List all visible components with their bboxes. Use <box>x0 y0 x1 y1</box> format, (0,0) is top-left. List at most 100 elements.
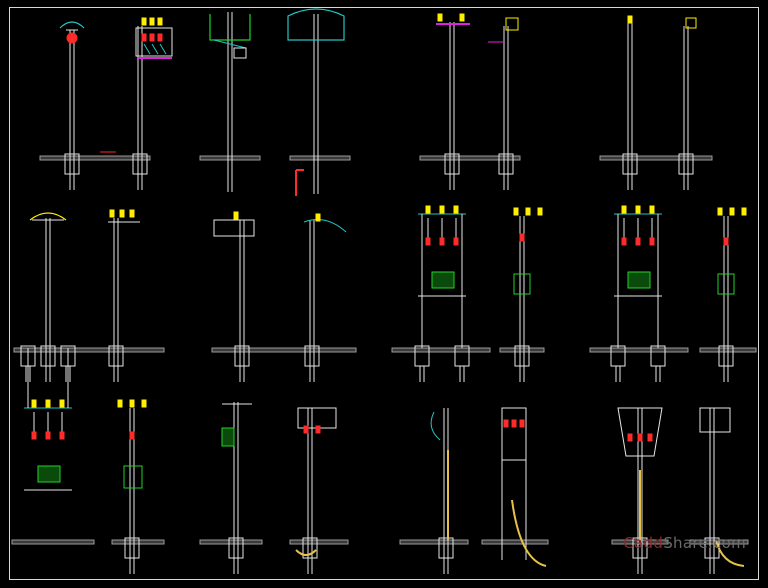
insulator <box>31 399 37 408</box>
fuse-cutout <box>635 237 641 246</box>
insulator <box>425 205 431 214</box>
crossarm-frame <box>213 219 255 237</box>
cable-riser <box>295 549 317 556</box>
fuse-cutout <box>621 237 627 246</box>
pole-foundation <box>304 345 320 367</box>
pole-foundation <box>228 537 244 559</box>
insulator <box>513 207 519 216</box>
cable-riser <box>511 499 547 567</box>
watermark: CaddShare.com <box>623 534 746 552</box>
insulator <box>437 13 443 22</box>
insulator <box>635 205 641 214</box>
switch-frame <box>135 27 173 57</box>
ptc-device <box>66 32 78 44</box>
fuse-cutout <box>59 431 65 440</box>
ground-row2-e <box>589 347 689 353</box>
fuse-cutout <box>723 237 729 246</box>
fuse-cutout <box>439 237 445 246</box>
ground-row3-c <box>199 539 263 545</box>
pole-foundation <box>234 345 250 367</box>
pole-foundation <box>414 345 430 367</box>
fuse-cutout <box>31 431 37 440</box>
transformer-side <box>123 465 143 489</box>
lead-wire <box>151 43 159 55</box>
insulator <box>149 17 155 26</box>
pole-foundation <box>622 153 638 175</box>
top-arc <box>29 212 67 221</box>
insulator <box>129 399 135 408</box>
stay-wire <box>213 39 247 49</box>
pole-foundation <box>60 345 76 367</box>
ground-row3-f <box>481 539 549 545</box>
ground-row2-a <box>13 347 165 353</box>
ground-row1-d <box>419 155 521 161</box>
insulator <box>621 205 627 214</box>
frame <box>501 407 527 461</box>
fuse-cutout <box>503 419 509 428</box>
watermark-suffix: Share.com <box>663 534 746 552</box>
fuse-cutout <box>511 419 517 428</box>
fuse-cutout <box>647 433 653 442</box>
fuse-cutout <box>627 433 633 442</box>
ground-row1-c <box>289 155 351 161</box>
insulator <box>315 213 321 222</box>
jumper <box>303 219 347 233</box>
pole-foundation <box>40 345 56 367</box>
insulator <box>741 207 747 216</box>
insulator <box>537 207 543 216</box>
transformer-side <box>717 273 735 295</box>
crossarm-frame <box>699 407 731 433</box>
ground-row2-c <box>391 347 491 353</box>
pole-foundation <box>438 537 454 559</box>
lead-wire <box>159 43 167 55</box>
pole-foundation <box>20 345 36 367</box>
transformer <box>37 465 61 483</box>
transformer-side <box>513 273 531 295</box>
pole-foundation <box>132 153 148 175</box>
insulator <box>729 207 735 216</box>
fuse-cutout <box>519 233 525 242</box>
suspension-span <box>287 8 345 41</box>
ground-row3-d <box>289 539 349 545</box>
fuse-cutout <box>129 431 135 440</box>
ground-row1-a <box>39 155 151 161</box>
insulator <box>117 399 123 408</box>
insulator <box>59 399 65 408</box>
insulator <box>129 209 135 218</box>
fuse-cutout <box>649 237 655 246</box>
ground-row3-b <box>111 539 165 545</box>
fuse-cutout <box>303 425 309 434</box>
pole-foundation <box>454 345 470 367</box>
fuse-cutout <box>149 33 155 42</box>
fuse-cutout <box>425 237 431 246</box>
insulator <box>717 207 723 216</box>
insulator <box>627 15 633 24</box>
fuse-cutout <box>157 33 163 42</box>
ground-row1-e <box>599 155 713 161</box>
insulator <box>109 209 115 218</box>
drawing-border <box>9 7 759 580</box>
insulator <box>459 13 465 22</box>
insulator <box>157 17 163 26</box>
pole-foundation <box>64 153 80 175</box>
insulator <box>45 399 51 408</box>
jumper <box>430 411 441 441</box>
pin-bracket <box>685 17 697 29</box>
pole-foundation <box>444 153 460 175</box>
pole-foundation <box>498 153 514 175</box>
pole-foundation <box>678 153 694 175</box>
fuse-cutout <box>453 237 459 246</box>
fuse-cutout <box>45 431 51 440</box>
pole-foundation <box>610 345 626 367</box>
transformer <box>431 271 455 289</box>
pole-foundation <box>302 537 318 559</box>
fuse-cutout <box>141 33 147 42</box>
pole-foundation <box>514 345 530 367</box>
insulator <box>649 205 655 214</box>
crossarm-frame <box>617 407 663 457</box>
pole-foundation <box>108 345 124 367</box>
fuse-cutout <box>315 425 321 434</box>
ground-row1-b <box>199 155 261 161</box>
insulator <box>141 17 147 26</box>
